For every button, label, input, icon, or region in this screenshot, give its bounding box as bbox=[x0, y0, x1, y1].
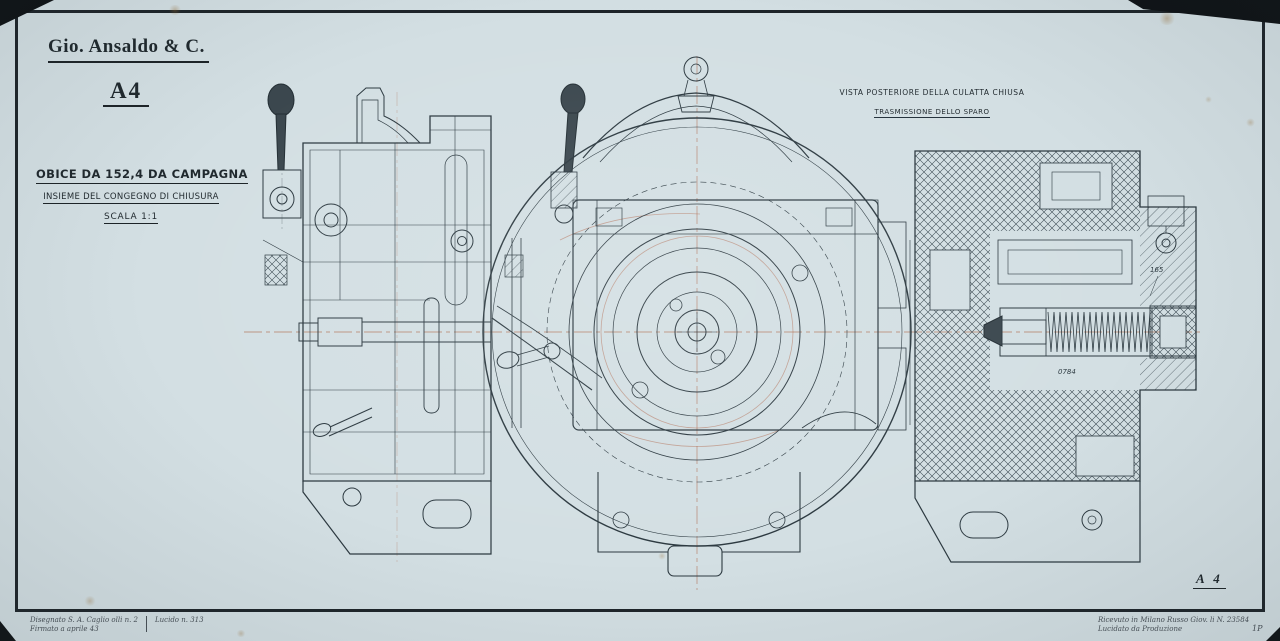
centerlines bbox=[244, 56, 1204, 590]
drawing-subtitle: INSIEME DEL CONGEGNO DI CHIUSURA bbox=[43, 192, 219, 204]
drawing-title-block: OBICE DA 152,4 DA CAMPAGNA INSIEME DEL C… bbox=[36, 163, 248, 224]
dim-165-label: 165 bbox=[1150, 266, 1164, 274]
left-section-view bbox=[262, 83, 492, 555]
drawing-title: OBICE DA 152,4 DA CAMPAGNA bbox=[36, 167, 248, 184]
footer-note-line1: Disegnato S. A. Caglio olli n. 2 bbox=[30, 616, 138, 624]
scale-label: SCALA 1:1 bbox=[103, 212, 159, 224]
rear-view-label: VISTA POSTERIORE DELLA CULATTA CHIUSA bbox=[839, 88, 1025, 97]
footer-notes-right: Ricevuto in Milano Russo Giov. li N. 235… bbox=[1098, 616, 1249, 633]
corner-sheet-mark: A 4 bbox=[1193, 571, 1226, 589]
dim-0784-label: 0784 bbox=[1058, 368, 1076, 376]
sheet-code: A4 bbox=[103, 78, 150, 107]
rear-view-closed-breech bbox=[482, 56, 912, 577]
company-name: Gio. Ansaldo & C. bbox=[48, 36, 209, 63]
title-block: Gio. Ansaldo & C. bbox=[48, 36, 209, 63]
footer-note-center: Lucido n. 313 bbox=[155, 616, 204, 624]
page-mark: 1P bbox=[1252, 624, 1263, 633]
footer-note-right2: Lucidato da Produzione bbox=[1098, 625, 1183, 633]
footer-divider bbox=[146, 616, 147, 632]
view-label-block: VISTA POSTERIORE DELLA CULATTA CHIUSA TR… bbox=[832, 80, 1032, 118]
footer-notes-left: Disegnato S. A. Caglio olli n. 2 Firmato… bbox=[30, 616, 204, 633]
red-trace-lines bbox=[559, 213, 794, 447]
footer-note-line2: Firmato a aprile 43 bbox=[30, 625, 99, 633]
firing-transmission-label: TRASMISSIONE DELLO SPARO bbox=[874, 108, 990, 118]
footer-note-right1: Ricevuto in Milano Russo Giov. li N. 235… bbox=[1098, 616, 1250, 624]
right-section-view: 165 0784 bbox=[914, 150, 1197, 563]
